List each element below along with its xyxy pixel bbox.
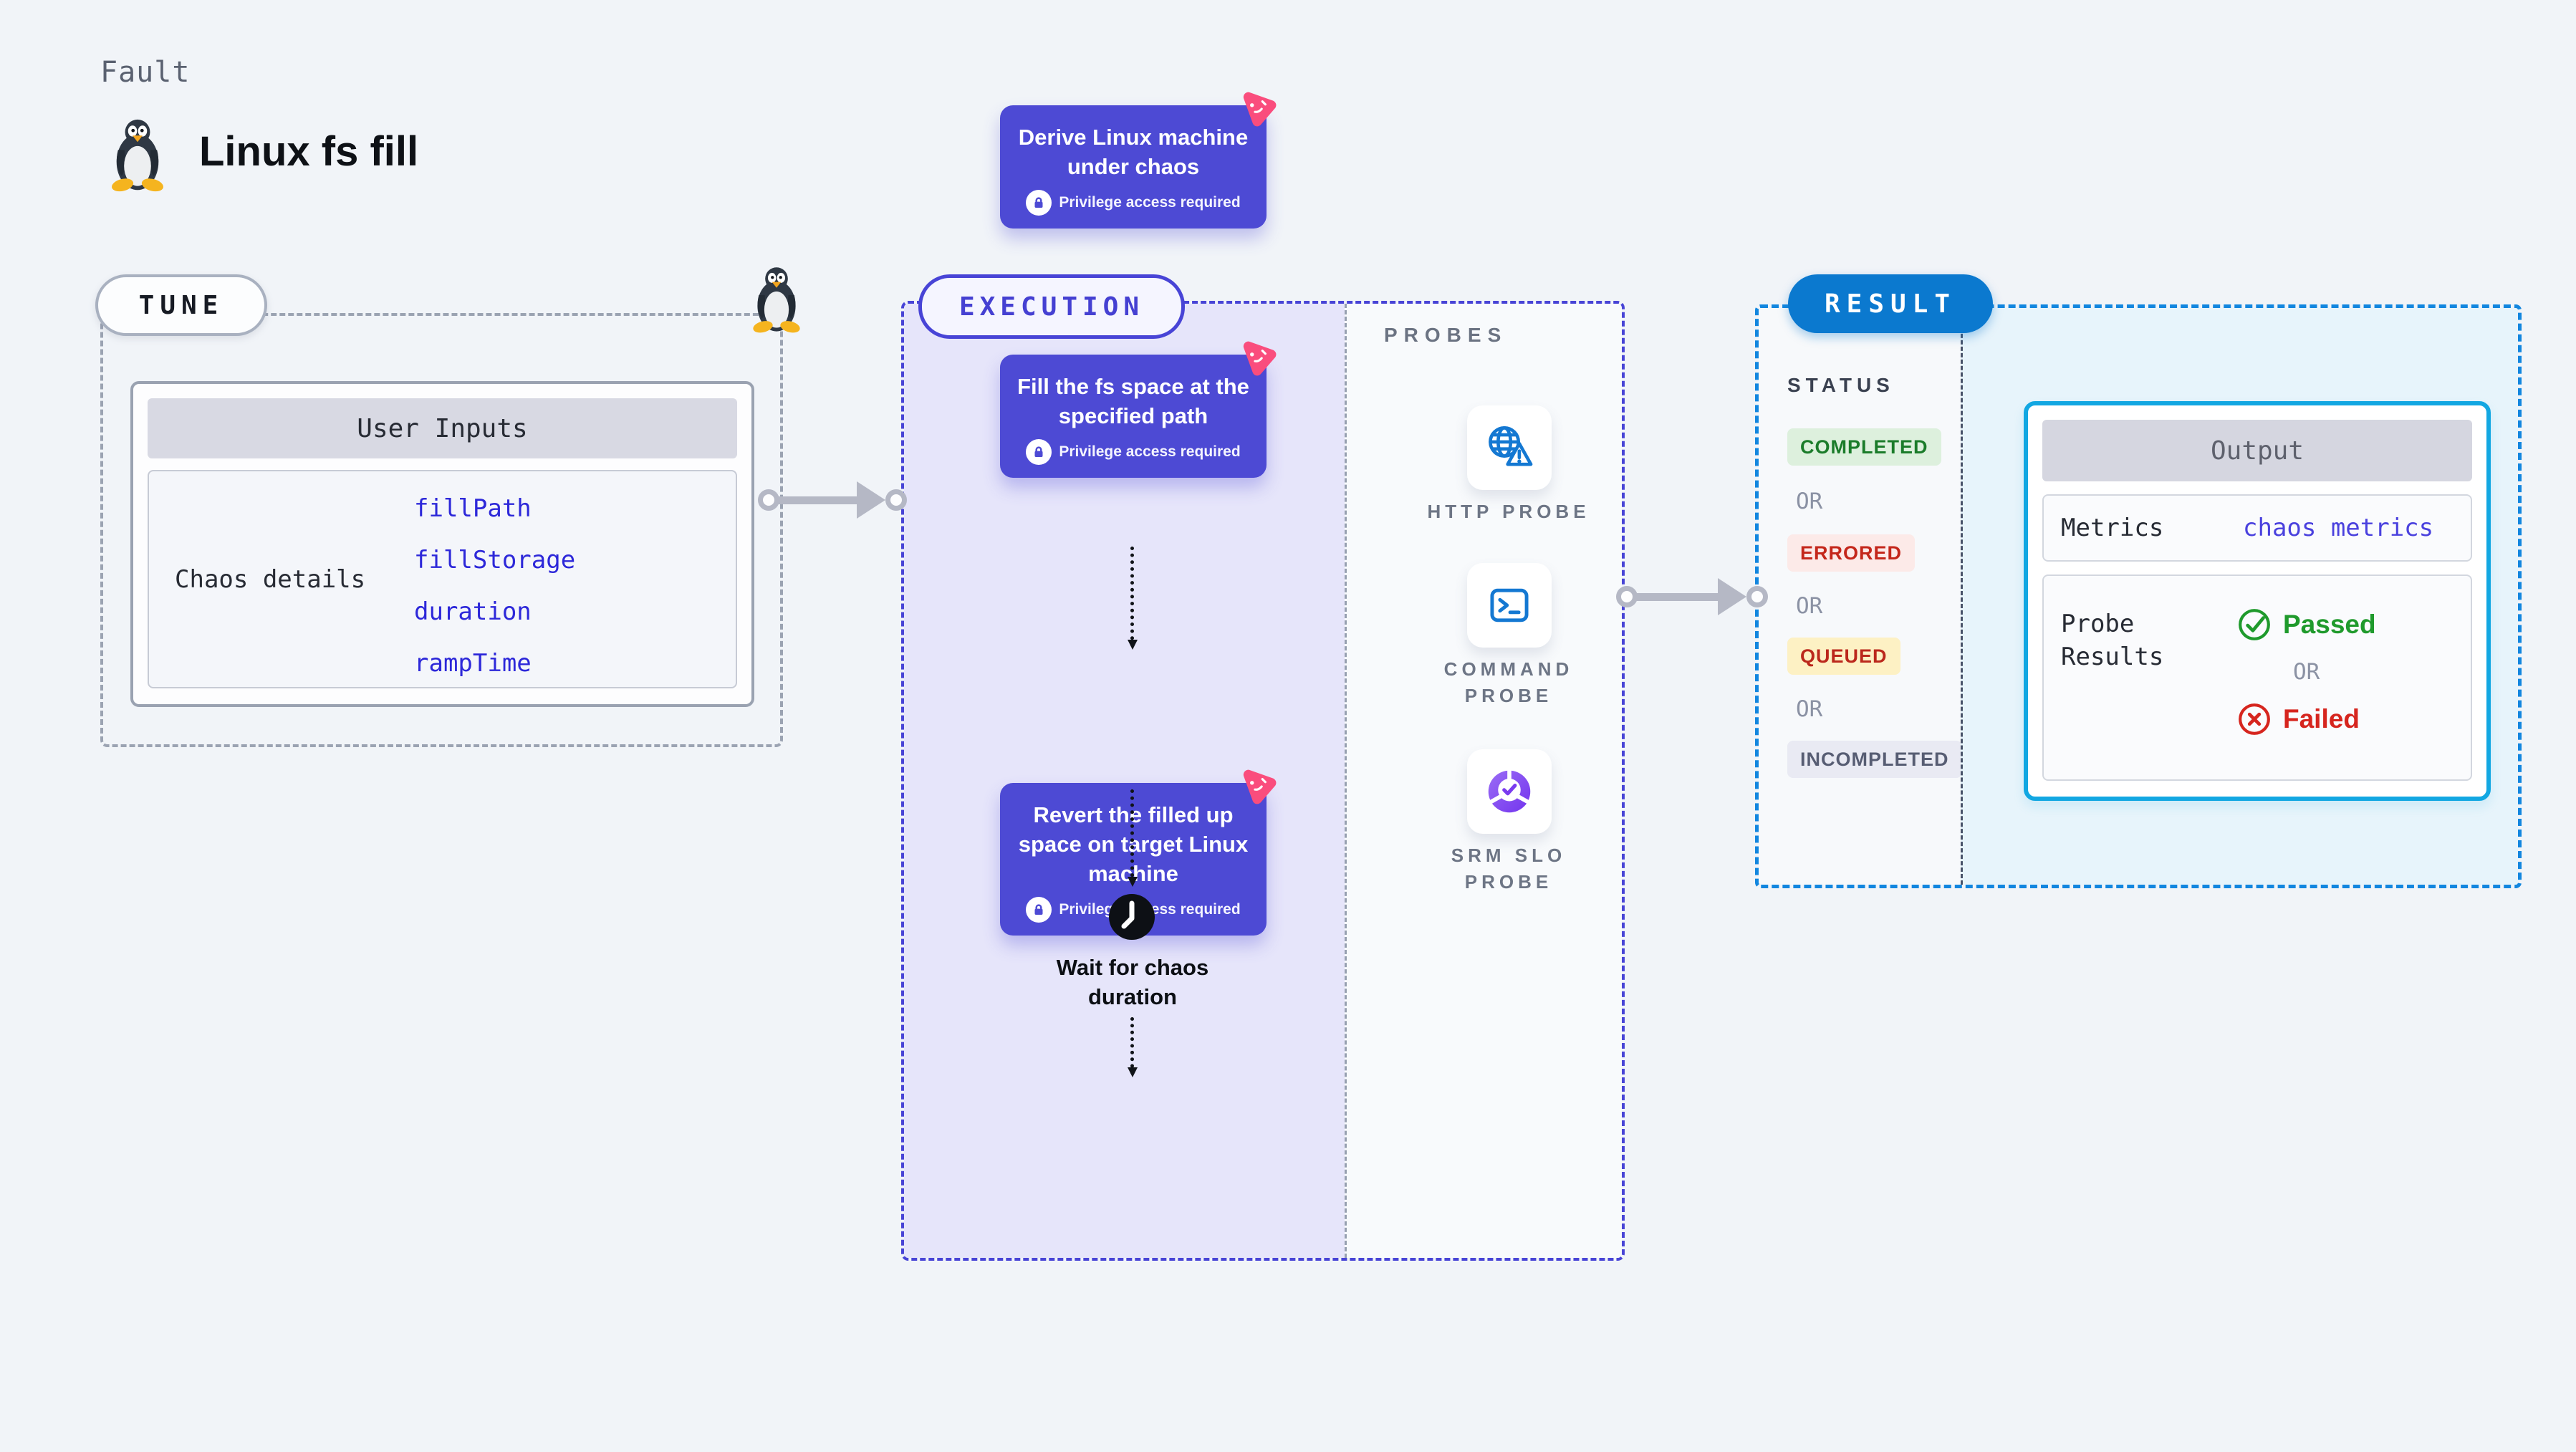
- privilege-badge-label: Privilege access required: [1059, 194, 1241, 211]
- terminal-icon: [1490, 588, 1529, 622]
- tunable-inputs-list: fillPath fillStorage duration rampTime: [414, 494, 575, 678]
- privilege-badge: Privilege access required: [1014, 190, 1252, 216]
- tune-section: [100, 313, 783, 747]
- status-panel: STATUS COMPLETED OR ERRORED OR QUEUED OR…: [1759, 308, 1962, 885]
- connector-dot: [758, 489, 779, 511]
- check-circle-icon: [2239, 609, 2270, 640]
- chaos-details-label: Chaos details: [175, 564, 366, 594]
- connector-line: [1636, 592, 1719, 601]
- passed-label: Passed: [2283, 610, 2376, 639]
- flow-connector: [1127, 547, 1138, 650]
- passed-row: Passed: [2237, 607, 2376, 642]
- output-title: Output: [2042, 420, 2472, 481]
- command-probe-card: [1467, 563, 1552, 648]
- http-probe-label: HTTP PROBE: [1427, 501, 1590, 522]
- tux-penguin-icon: [749, 264, 804, 334]
- probe-results-values: Passed OR Failed: [2237, 607, 2376, 736]
- privilege-badge: Privilege access required: [1014, 439, 1252, 465]
- page-title: Linux fs fill: [199, 128, 419, 175]
- lock-icon: [1026, 439, 1052, 465]
- input-link-duration[interactable]: duration: [414, 597, 532, 626]
- srm-slo-probe-card: [1467, 749, 1552, 834]
- chaos-fault-icon: [1243, 769, 1277, 804]
- input-link-ramptime[interactable]: rampTime: [414, 649, 532, 678]
- arrowhead-icon: [857, 481, 885, 519]
- metrics-row: Metrics chaos metrics: [2042, 494, 2472, 562]
- user-inputs-title: User Inputs: [148, 398, 737, 458]
- wait-step-label: Wait for chaos duration: [1056, 955, 1209, 1009]
- metrics-label: Metrics: [2061, 514, 2164, 542]
- command-probe-label: COMMAND PROBE: [1443, 658, 1574, 706]
- chaos-details-panel: Chaos details fillPath fillStorage durat…: [148, 470, 737, 688]
- globe-alert-icon: [1489, 425, 1533, 466]
- input-link-fillpath[interactable]: fillPath: [414, 494, 532, 523]
- status-heading: STATUS: [1787, 374, 1895, 396]
- probe-results-label: Probe Results: [2061, 610, 2164, 671]
- linux-penguin-icon: [107, 116, 168, 192]
- or-separator: OR: [1796, 696, 1823, 722]
- connector-dot: [885, 489, 907, 511]
- privilege-badge-label: Privilege access required: [1059, 443, 1241, 460]
- step-text: Fill the fs space at the specified path: [1017, 374, 1249, 428]
- x-circle-icon: [2239, 703, 2270, 735]
- flow-connector: [1127, 1017, 1138, 1077]
- lock-icon: [1026, 190, 1052, 216]
- probe-results-row: Probe Results Passed OR Failed: [2042, 574, 2472, 781]
- fault-eyebrow: Fault: [100, 56, 191, 89]
- execution-step-derive: Derive Linux machine under chaos Privile…: [1000, 92, 1277, 229]
- failed-label: Failed: [2283, 704, 2360, 734]
- user-inputs-card: User Inputs Chaos details fillPath fillS…: [130, 381, 754, 707]
- chaos-fault-icon: [1243, 341, 1277, 376]
- status-badge-errored: ERRORED: [1787, 534, 1916, 572]
- failed-row: Failed: [2237, 702, 2376, 736]
- connector-line: [778, 496, 858, 504]
- status-badge-incompleted: INCOMPLETED: [1787, 741, 1962, 778]
- chaos-metrics-link[interactable]: chaos metrics: [2243, 514, 2434, 542]
- or-separator: OR: [1796, 593, 1823, 619]
- srm-slo-probe-label: SRM SLO PROBE: [1451, 845, 1567, 893]
- status-badge-queued: QUEUED: [1787, 638, 1900, 675]
- result-pill-label: RESULT: [1788, 274, 1993, 333]
- clock-icon: [1107, 893, 1156, 941]
- execution-step-fill: Fill the fs space at the specified path …: [1000, 341, 1277, 478]
- flow-connector: [1127, 789, 1138, 887]
- arrowhead-icon: [1718, 578, 1746, 615]
- probes-heading: PROBES: [1384, 324, 1508, 346]
- connector-dot: [1746, 586, 1768, 607]
- execution-to-result-arrow: [1616, 578, 1768, 615]
- or-separator: OR: [2293, 659, 2320, 685]
- or-separator: OR: [1796, 489, 1823, 514]
- connector-dot: [1616, 586, 1638, 607]
- step-text: Derive Linux machine under chaos: [1018, 125, 1249, 179]
- chaos-fault-icon: [1243, 92, 1277, 127]
- execution-pill-label: EXECUTION: [918, 274, 1185, 339]
- slo-gauge-icon: [1488, 769, 1531, 813]
- http-probe-card: [1467, 405, 1552, 490]
- lock-icon: [1026, 897, 1052, 923]
- output-card: Output Metrics chaos metrics Probe Resul…: [2024, 401, 2491, 801]
- status-badge-completed: COMPLETED: [1787, 428, 1941, 466]
- tune-to-execution-arrow: [758, 481, 907, 519]
- tune-pill-label: TUNE: [95, 274, 267, 336]
- input-link-fillstorage[interactable]: fillStorage: [414, 546, 576, 574]
